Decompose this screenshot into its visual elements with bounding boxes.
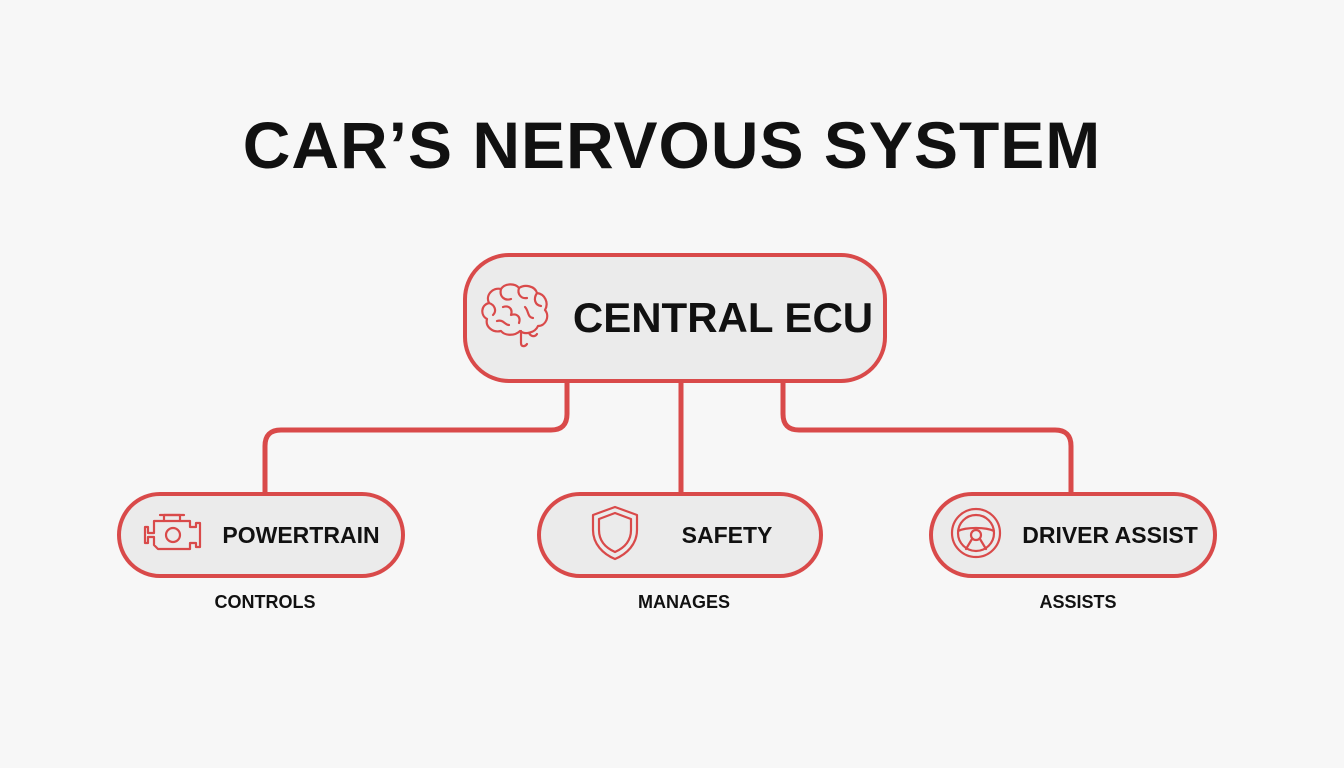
- diagram-title: CAR’S NERVOUS SYSTEM: [242, 108, 1102, 182]
- powertrain-node: POWERTRAIN: [117, 492, 405, 578]
- connector-driver-assist: [780, 380, 1074, 495]
- connector-powertrain: [262, 380, 570, 495]
- driver-assist-node: DRIVER ASSIST: [929, 492, 1217, 578]
- safety-caption: MANAGES: [637, 592, 730, 612]
- shield-icon: [588, 504, 642, 567]
- central-ecu-node: CENTRAL ECU: [463, 253, 887, 383]
- engine-icon: [142, 511, 204, 560]
- driver-assist-caption: ASSISTS: [1039, 592, 1117, 612]
- driver-assist-label: DRIVER ASSIST: [1022, 521, 1198, 548]
- safety-node: SAFETY: [537, 492, 823, 578]
- safety-label: SAFETY: [681, 521, 773, 548]
- central-ecu-label: CENTRAL ECU: [572, 294, 874, 341]
- brain-icon: [477, 281, 551, 356]
- powertrain-caption: CONTROLS: [214, 592, 316, 612]
- powertrain-label: POWERTRAIN: [222, 521, 380, 548]
- steering-wheel-icon: [948, 505, 1004, 566]
